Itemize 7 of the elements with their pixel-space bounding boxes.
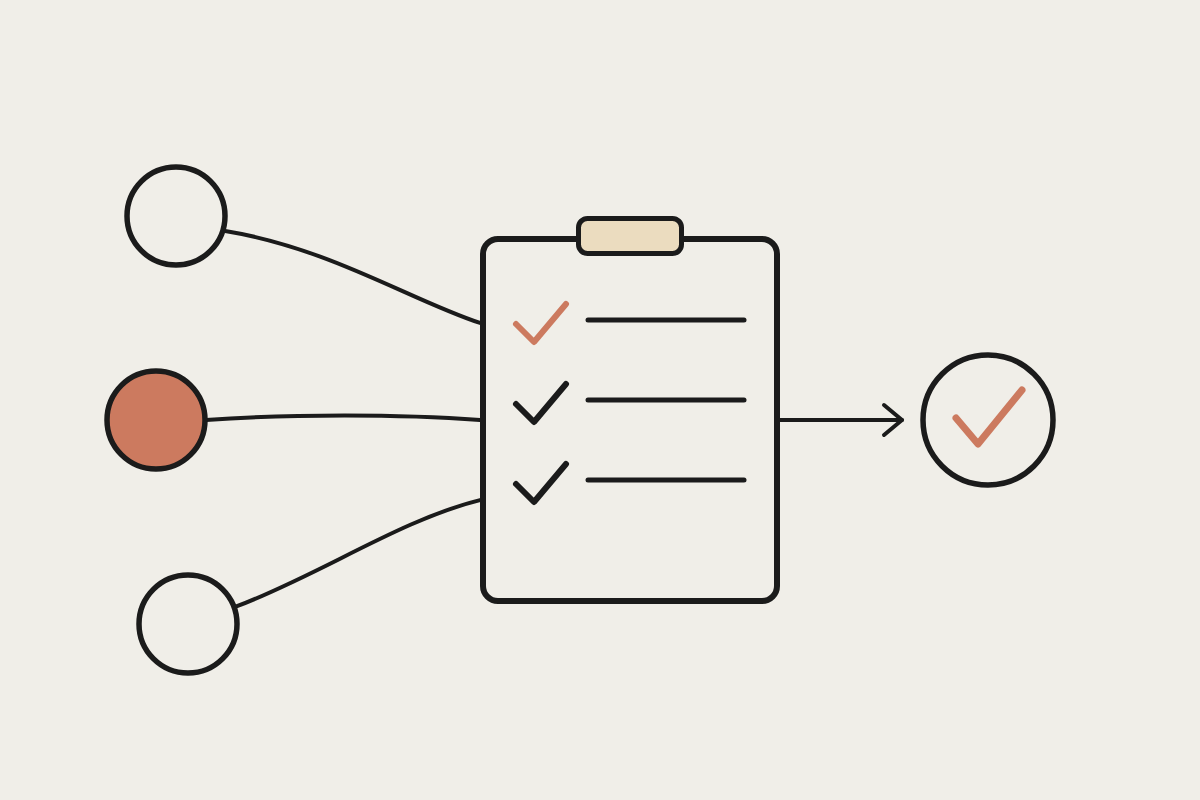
clipboard	[480, 216, 780, 604]
connector-line	[233, 498, 482, 609]
filled-circle	[104, 368, 208, 472]
arrow	[778, 403, 904, 437]
check-circle	[920, 352, 1056, 488]
circle-node	[136, 572, 240, 676]
circle-node	[124, 164, 228, 268]
